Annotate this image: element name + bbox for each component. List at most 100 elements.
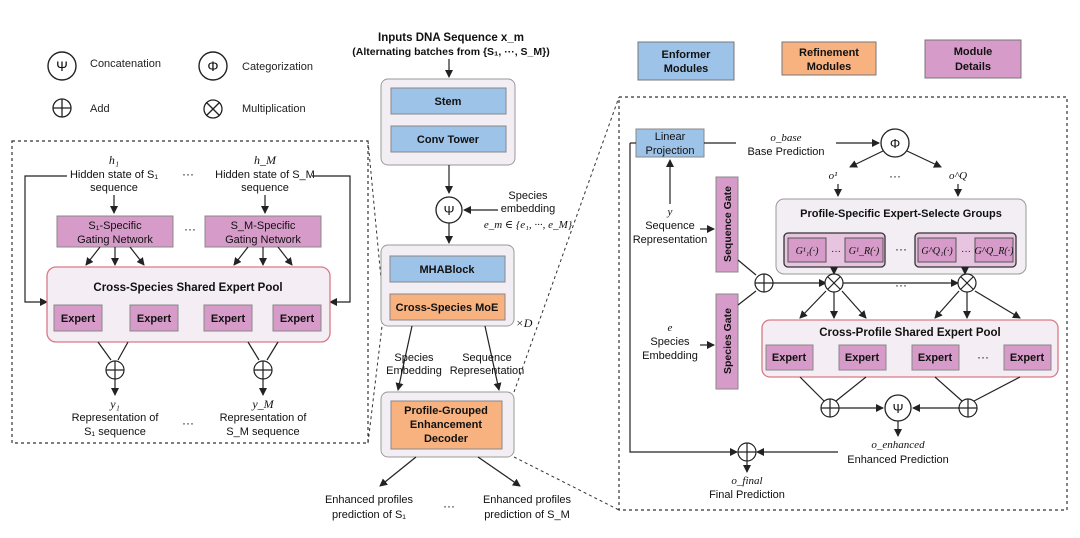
right-expert-1 [765, 344, 814, 371]
linear-line1: Linear [655, 131, 686, 143]
categ-legend-icon [198, 51, 228, 81]
stem-block [390, 87, 507, 115]
right-dashed-frame [618, 96, 1068, 511]
concat-legend-symbol: Ψ [56, 58, 68, 74]
moe-label: Cross-Species MoE [396, 302, 499, 314]
right-expert-3-label: Expert [918, 352, 953, 364]
group-Q-expert-last [974, 237, 1014, 263]
left-gating-ellipsis: ··· [184, 222, 196, 236]
seq-out-line1: Sequence [462, 352, 512, 364]
enformer-key-line2: Modules [664, 63, 709, 75]
decoder-line2: Enhancement [410, 419, 482, 431]
module-key-box [924, 39, 1022, 79]
module-key-line2: Details [955, 61, 991, 73]
conv-tower-label: Conv Tower [417, 134, 480, 146]
right-expert-1-label: Expert [772, 352, 807, 364]
refinement-key-line2: Modules [807, 61, 852, 73]
yM-desc-line2: S_M sequence [226, 426, 299, 438]
left-moe-detail: h₁ Hidden state of S₁ sequence ··· h_M H… [11, 140, 369, 444]
right-decoder-detail: Linear Projection o_base Base Prediction… [618, 96, 1068, 511]
o-final-label: o_final [731, 475, 762, 487]
group-Q-ellipsis: ··· [961, 246, 971, 257]
y-desc-line2: Representation [633, 234, 708, 246]
cross-profile-expert-pool [761, 319, 1059, 378]
e-desc-line2: Embedding [642, 350, 698, 362]
decoder-line1: Profile-Grouped [404, 405, 488, 417]
decoder-line3: Decoder [424, 433, 469, 445]
refinement-key-box [781, 41, 877, 76]
output-s1-line1: Enhanced profiles [325, 494, 414, 506]
left-top-ellipsis: ··· [182, 167, 194, 181]
group-1-expert-last [844, 237, 884, 263]
right-pool-title: Cross-Profile Shared Expert Pool [819, 327, 1001, 339]
right-expert-3 [911, 344, 960, 371]
yM-label: y_M [251, 397, 274, 411]
left-dashed-frame [11, 140, 369, 444]
gQ-1-label: G^Q₁(·) [921, 246, 953, 257]
top-right-ellipsis: ··· [889, 169, 901, 183]
output-ellipsis: ··· [443, 499, 455, 513]
linear-projection-block [635, 128, 705, 158]
species-gate-label: Species Gate [722, 308, 734, 374]
mult-middle-ellipsis: ··· [895, 278, 907, 292]
gating-network-sM [204, 215, 322, 248]
gating-s1-line1: S₁-Specific [88, 220, 142, 232]
species-emb-line1: Species [508, 190, 548, 202]
left-expert-3 [203, 304, 253, 332]
refinement-key-line1: Refinement [799, 47, 859, 59]
g1-1-label: G¹₁(·) [796, 246, 820, 257]
seq-out-line2: Representation [450, 365, 525, 377]
base-prediction-label: Base Prediction [747, 146, 824, 158]
o-enhanced-label: o_enhanced [871, 439, 925, 451]
oQ-label: o^Q [949, 170, 967, 182]
output-s1-line2: prediction of S₁ [332, 509, 406, 521]
output-sM-line1: Enhanced profiles [483, 494, 572, 506]
cross-species-expert-pool [46, 266, 331, 343]
input-subtitle: (Alternating batches from {S₁, ···, S_M}… [352, 46, 549, 58]
enformer-key-box [637, 41, 735, 81]
enformer-key-line1: Enformer [662, 49, 712, 61]
left-expert-2 [129, 304, 179, 332]
sequence-gate-block [715, 176, 739, 273]
output-sM-line2: prediction of S_M [484, 509, 570, 521]
hM-desc-line1: Hidden state of S_M [215, 169, 315, 181]
group-Q-expert-first [917, 237, 957, 263]
final-prediction-label: Final Prediction [709, 489, 785, 501]
right-expert-4-label: Expert [1010, 352, 1045, 364]
conv-tower-block [390, 125, 507, 153]
repeat-d-label: ×D [516, 316, 533, 330]
left-expert-4-label: Expert [280, 313, 315, 325]
y1-desc-line2: S₁ sequence [84, 426, 146, 438]
yM-desc-line1: Representation of [220, 412, 308, 424]
left-expert-1-label: Expert [61, 313, 96, 325]
add-legend-label: Add [90, 103, 110, 115]
species-emb-line3: e_m ∈ {e₁, ···, e_M} [484, 219, 573, 231]
hM-label: h_M [254, 153, 277, 167]
right-pool-ellipsis: ··· [977, 350, 989, 364]
h1-label: h₁ [109, 153, 119, 167]
legend: Ψ Concatenation Φ Categorization Add Mul… [47, 51, 313, 119]
profile-groups-title: Profile-Specific Expert-Selecte Groups [800, 208, 1002, 220]
categorization-symbol: Φ [890, 136, 900, 151]
gating-sM-line1: S_M-Specific [231, 220, 296, 232]
group-1-ellipsis: ··· [831, 246, 841, 257]
final-concat-symbol: Ψ [893, 401, 904, 416]
species-out-line2: Embedding [386, 365, 442, 377]
gQ-R-label: G^Q_R(·) [975, 246, 1015, 257]
mha-block [389, 255, 506, 283]
categ-legend-label: Categorization [242, 61, 313, 73]
right-expert-4 [1003, 344, 1052, 371]
module-key-line1: Module [954, 46, 993, 58]
y-input-label: y [667, 206, 673, 218]
h1-desc-line1: Hidden state of S₁ [70, 169, 158, 181]
left-bottom-ellipsis: ··· [182, 416, 194, 430]
gating-sM-line2: Gating Network [225, 234, 301, 246]
color-key: Enformer Modules Refinement Modules Modu… [637, 39, 1022, 81]
decoder-block [390, 400, 503, 450]
right-expert-2-label: Expert [845, 352, 880, 364]
y-desc-line1: Sequence [645, 220, 695, 232]
stem-label: Stem [435, 96, 462, 108]
left-expert-2-label: Expert [137, 313, 172, 325]
linear-line2: Projection [646, 145, 695, 157]
